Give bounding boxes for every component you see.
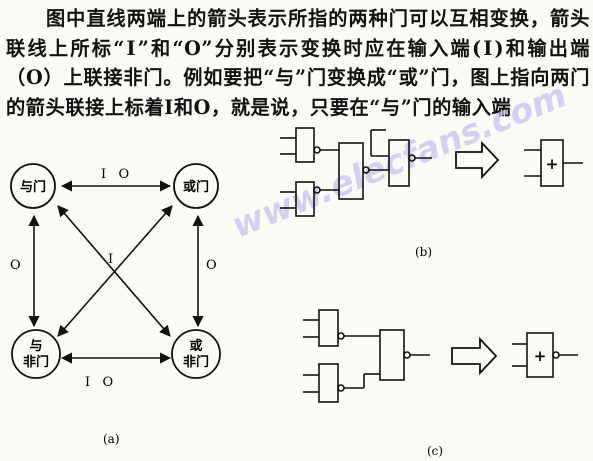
top-io-label: I O [101,167,129,182]
c-output-gate [379,329,405,381]
c-nand-gate-1 [318,309,339,347]
node-or-gate: 或门 [173,163,219,209]
b-and-gate-1 [295,127,315,163]
body-paragraph: 图中直线两端上的箭头表示所指的两种门可以互相变换，箭头联线上所标“Ⅰ”和“O”分… [6,7,590,119]
caption-c: (c) [427,444,443,458]
c-plus-symbol: + [534,347,547,365]
c-nand-gate-2 [318,363,339,403]
node-nand-gate: 与 非门 [11,329,61,379]
diagram-b-circuit [280,127,432,217]
c-hollow-arrow [451,336,498,376]
and-gate-label: 与门 [20,179,46,195]
or-gate-label: 或门 [183,179,209,195]
left-o-label: O [10,258,21,273]
b-plus-symbol: + [546,155,559,173]
node-nor-gate: 或 非门 [171,329,221,379]
watermark-text: www.elecfans.com [226,76,572,247]
c-nor-gate-result [512,332,578,378]
nand-gate-label-2: 非门 [23,354,49,370]
nor-gate-label-1: 或 [189,338,202,354]
bottom-io-label: I O [85,375,113,390]
b-and-gate-2 [295,181,315,217]
caption-b: (b) [415,245,432,259]
nor-gate-label-2: 非门 [183,354,209,370]
b-hollow-arrow [455,140,500,180]
caption-a: (a) [103,432,120,446]
diagram-c-circuit [303,309,430,403]
diagram-a [28,180,204,364]
node-and-gate: 与门 [10,163,56,209]
b-output-gate [388,139,410,187]
right-o-label: O [206,258,217,273]
center-i-label: I [108,252,113,267]
b-or-gate-result [524,139,583,187]
nand-gate-label-1: 与 [29,339,42,354]
arrow-or-nand [57,205,173,337]
